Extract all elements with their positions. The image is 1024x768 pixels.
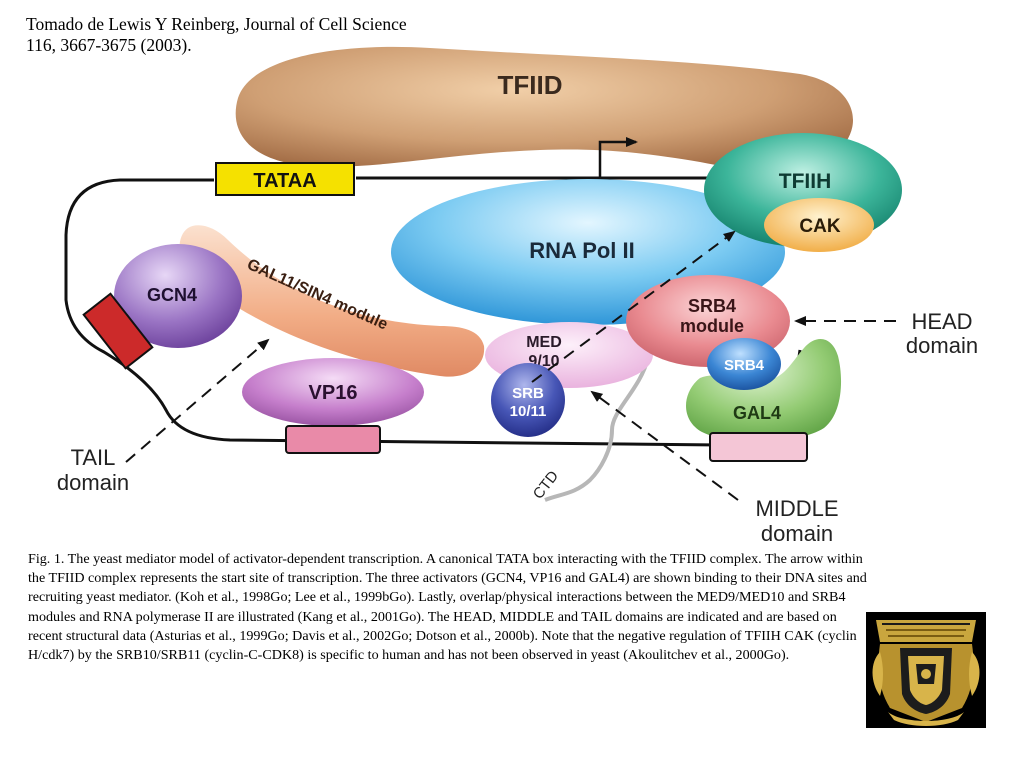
middle-domain-line1: MIDDLE (755, 496, 838, 521)
srb1011-label-line1: SRB (512, 385, 544, 402)
med-label-line1: MED (526, 334, 562, 351)
cak-regulation-arrow (531, 230, 736, 383)
gal11-module-shape (179, 225, 485, 377)
vp16-dna-site (285, 425, 381, 454)
citation-line-1: Tomado de Lewis Y Reinberg, Journal of C… (26, 14, 407, 34)
srb-10-11-shape (491, 363, 565, 437)
citation: Tomado de Lewis Y Reinberg, Journal of C… (26, 14, 586, 56)
gcn4-label: GCN4 (147, 285, 197, 305)
srb1011-label-line2: 10/11 (510, 403, 547, 420)
cak-shape (764, 198, 874, 252)
gal4-shape (686, 338, 842, 442)
figure-caption: Fig. 1. The yeast mediator model of acti… (28, 551, 867, 664)
tail-domain-line2: domain (57, 470, 129, 495)
tfiid-shape (235, 46, 854, 171)
head-domain-line1: HEAD (911, 309, 972, 334)
vp16-label: VP16 (309, 382, 358, 404)
srb4-module-label-line2: module (680, 316, 744, 336)
middle-arrow (590, 390, 739, 501)
unam-shield-icon (866, 612, 986, 728)
mediator-diagram: TFIID TATAA RNA Pol II TFIIH CAK GAL11/S… (57, 46, 978, 546)
srb4-module-label-line1: SRB4 (688, 296, 736, 316)
tfiih-label: TFIIH (779, 170, 832, 193)
tail-arrow (125, 338, 270, 463)
vp16-shape (242, 358, 424, 426)
gal4-label: GAL4 (733, 403, 781, 423)
rna-pol-ii-label: RNA Pol II (529, 238, 635, 263)
start-site-arrow (598, 137, 638, 180)
tail-domain-line1: TAIL (71, 445, 116, 470)
head-domain-line2: domain (906, 333, 978, 358)
tataa-box (215, 162, 355, 196)
gcn4-shape (114, 244, 242, 348)
gcn4-dna-site (82, 292, 154, 370)
gal4-dna-site (709, 432, 808, 462)
ctd-tail (544, 357, 650, 502)
tataa-label: TATAA (253, 170, 316, 192)
middle-domain-line2: domain (761, 521, 833, 546)
citation-line-2: 116, 3667-3675 (2003). (26, 35, 192, 55)
tfiid-label: TFIID (498, 70, 563, 100)
srb4-label: SRB4 (724, 357, 765, 374)
srb4-shape (707, 338, 781, 390)
cak-label: CAK (799, 216, 840, 237)
